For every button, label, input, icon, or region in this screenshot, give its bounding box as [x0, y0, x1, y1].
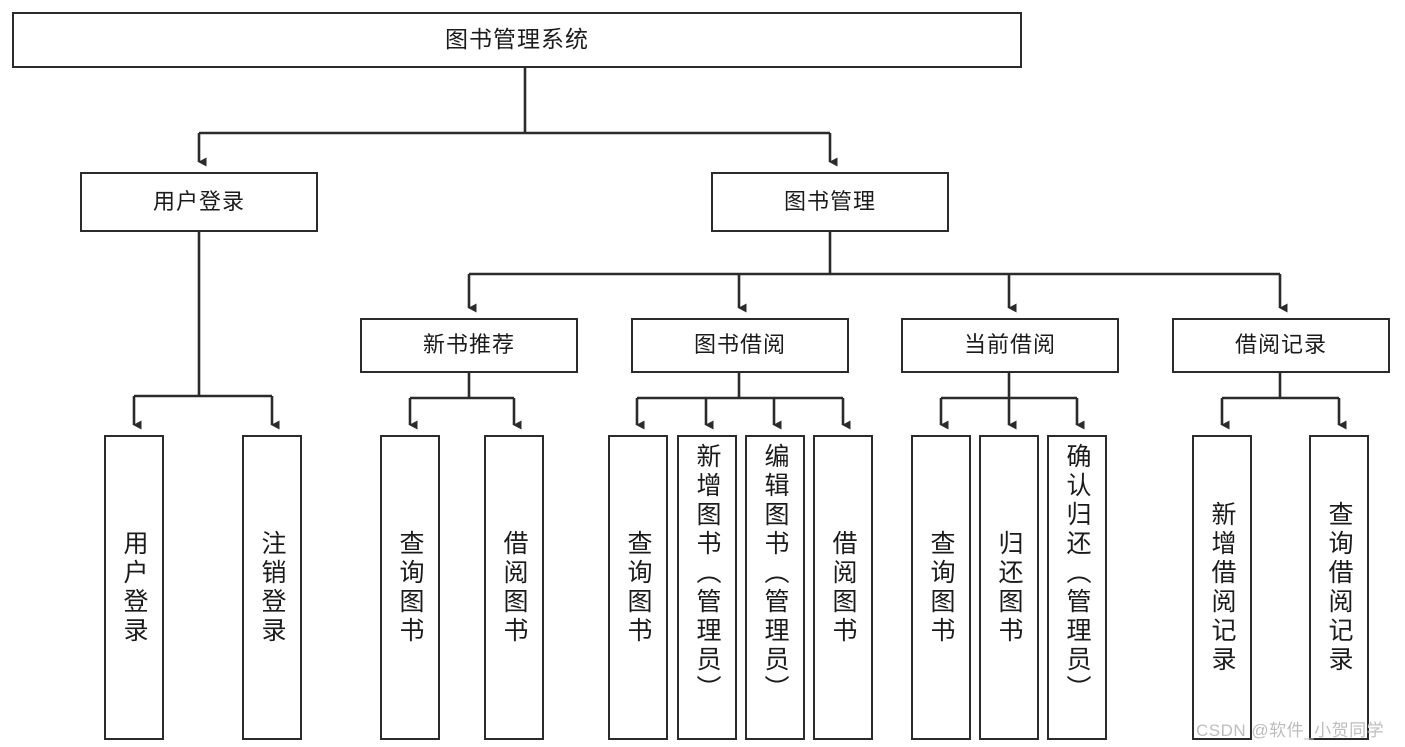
- node-label: 用户登录: [120, 529, 148, 646]
- node-label: 新书推荐: [422, 332, 515, 358]
- node-label: 编辑图书（管理员）: [761, 443, 789, 704]
- leaf-current-return-book[interactable]: 归还图书: [979, 435, 1039, 740]
- node-label: 新增借阅记录: [1208, 500, 1236, 675]
- leaf-borrow-query-book[interactable]: 查询图书: [608, 435, 668, 740]
- node-label: 图书借阅: [693, 332, 786, 358]
- node-current-borrow[interactable]: 当前借阅: [901, 318, 1119, 373]
- node-label: 借阅记录: [1234, 332, 1327, 358]
- leaf-recommend-query-book[interactable]: 查询图书: [380, 435, 440, 740]
- leaf-recommend-borrow-book[interactable]: 借阅图书: [484, 435, 544, 740]
- node-label: 查询图书: [396, 529, 424, 646]
- node-label: 借阅图书: [500, 529, 528, 646]
- node-book-management[interactable]: 图书管理: [711, 172, 949, 232]
- node-label: 查询图书: [624, 529, 652, 646]
- node-label: 归还图书: [995, 529, 1023, 646]
- node-label: 当前借阅: [963, 332, 1056, 358]
- node-book-borrow[interactable]: 图书借阅: [631, 318, 849, 373]
- node-label: 查询图书: [927, 529, 955, 646]
- leaf-borrow-add-book-admin[interactable]: 新增图书（管理员）: [677, 435, 737, 740]
- csdn-watermark: CSDN @软件_小贺同学: [1196, 721, 1385, 740]
- leaf-borrow-edit-book-admin[interactable]: 编辑图书（管理员）: [745, 435, 805, 740]
- node-label: 图书管理系统: [445, 26, 589, 53]
- node-user-login[interactable]: 用户登录: [80, 172, 318, 232]
- leaf-record-query-record[interactable]: 查询借阅记录: [1309, 435, 1369, 740]
- node-label: 新增图书（管理员）: [693, 443, 721, 704]
- leaf-borrow-borrow-book[interactable]: 借阅图书: [813, 435, 873, 740]
- leaf-current-confirm-return-admin[interactable]: 确认归还（管理员）: [1047, 435, 1107, 740]
- node-label: 确认归还（管理员）: [1063, 443, 1091, 704]
- node-label: 用户登录: [152, 188, 245, 214]
- node-new-book-recommend[interactable]: 新书推荐: [360, 318, 578, 373]
- node-label: 查询借阅记录: [1325, 500, 1353, 675]
- node-book-management-system[interactable]: 图书管理系统: [12, 12, 1022, 68]
- node-label: 借阅图书: [829, 529, 857, 646]
- leaf-user-login-signin[interactable]: 用户登录: [104, 435, 164, 740]
- leaf-user-login-signout[interactable]: 注销登录: [242, 435, 302, 740]
- leaf-current-query-book[interactable]: 查询图书: [911, 435, 971, 740]
- node-label: 注销登录: [258, 529, 286, 646]
- node-label: 图书管理: [783, 188, 876, 214]
- node-borrow-record[interactable]: 借阅记录: [1172, 318, 1390, 373]
- leaf-record-add-record[interactable]: 新增借阅记录: [1192, 435, 1252, 740]
